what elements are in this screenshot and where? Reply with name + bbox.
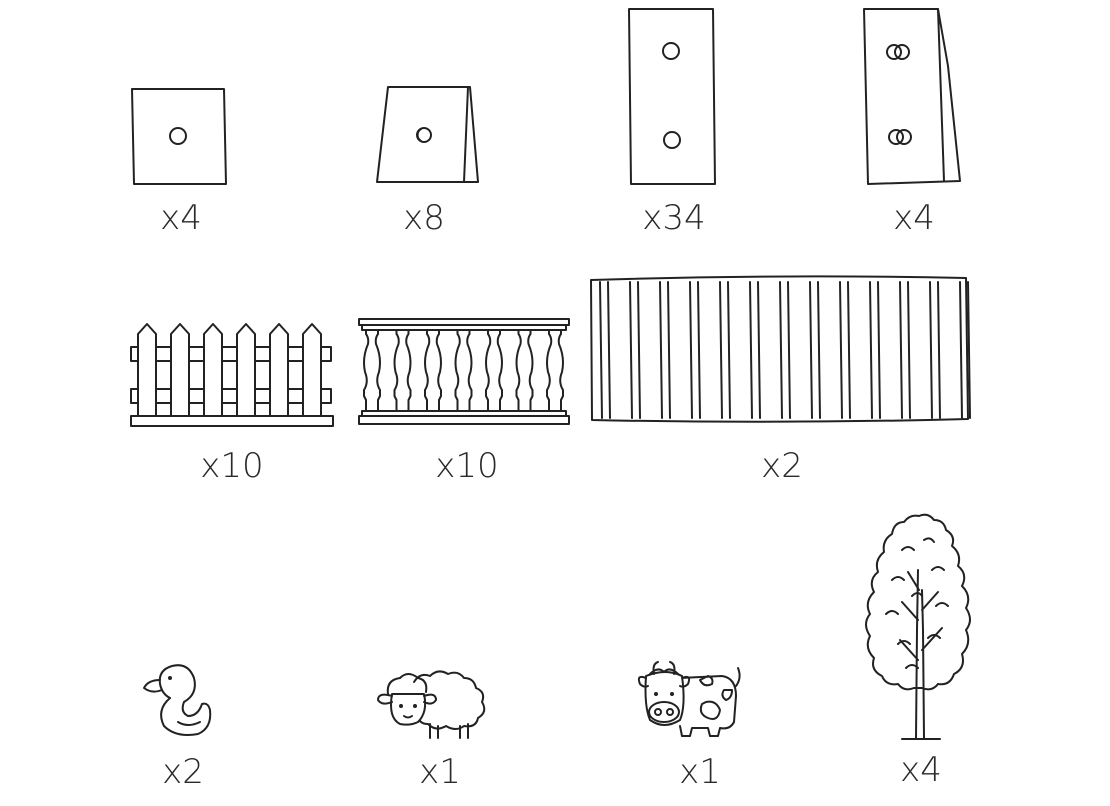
tall-block-quantity: x34 bbox=[642, 198, 706, 238]
corrugated-panel-quantity: x2 bbox=[761, 446, 803, 486]
corrugation-rib bbox=[689, 281, 701, 419]
tall-block-icon bbox=[628, 8, 716, 185]
baluster-post bbox=[515, 329, 534, 412]
baluster-post bbox=[454, 329, 473, 412]
sheep-icon bbox=[377, 670, 486, 739]
corrugation-rib bbox=[809, 281, 821, 419]
baluster-post bbox=[363, 329, 381, 412]
tall-wedge-block-quantity: x4 bbox=[893, 198, 935, 238]
square-block-icon bbox=[131, 88, 227, 185]
tree-icon bbox=[865, 513, 971, 740]
cow-quantity: x1 bbox=[679, 752, 721, 792]
corrugation-rib bbox=[959, 281, 971, 419]
baluster-post bbox=[424, 329, 442, 412]
tree-quantity: x4 bbox=[900, 750, 942, 790]
cow-icon bbox=[637, 661, 741, 737]
corrugation-rib bbox=[719, 281, 731, 419]
corrugation-rib bbox=[659, 281, 671, 419]
corrugation-rib bbox=[779, 281, 791, 419]
corrugation-rib bbox=[929, 281, 941, 419]
tall-wedge-block-icon bbox=[863, 8, 961, 185]
square-block-quantity: x4 bbox=[160, 198, 202, 238]
duck-quantity: x2 bbox=[162, 752, 204, 792]
corrugated-panel-icon bbox=[590, 275, 971, 423]
baluster-fence-quantity: x10 bbox=[435, 446, 499, 486]
baluster-post bbox=[393, 329, 412, 412]
wedge-block-quantity: x8 bbox=[403, 198, 445, 238]
corrugation-rib bbox=[839, 281, 851, 419]
baluster-fence-icon bbox=[358, 318, 570, 425]
corrugation-rib bbox=[629, 281, 641, 419]
baluster-post bbox=[546, 329, 564, 412]
duck-icon bbox=[143, 664, 212, 736]
corrugation-rib bbox=[599, 281, 611, 419]
baluster-post bbox=[485, 329, 503, 412]
wedge-block-icon bbox=[376, 86, 479, 183]
picket-fence-icon bbox=[130, 323, 334, 427]
corrugation-rib bbox=[899, 281, 911, 419]
corrugation-rib bbox=[869, 281, 881, 419]
sheep-quantity: x1 bbox=[419, 752, 461, 792]
corrugation-rib bbox=[749, 281, 761, 419]
picket-fence-quantity: x10 bbox=[200, 446, 264, 486]
